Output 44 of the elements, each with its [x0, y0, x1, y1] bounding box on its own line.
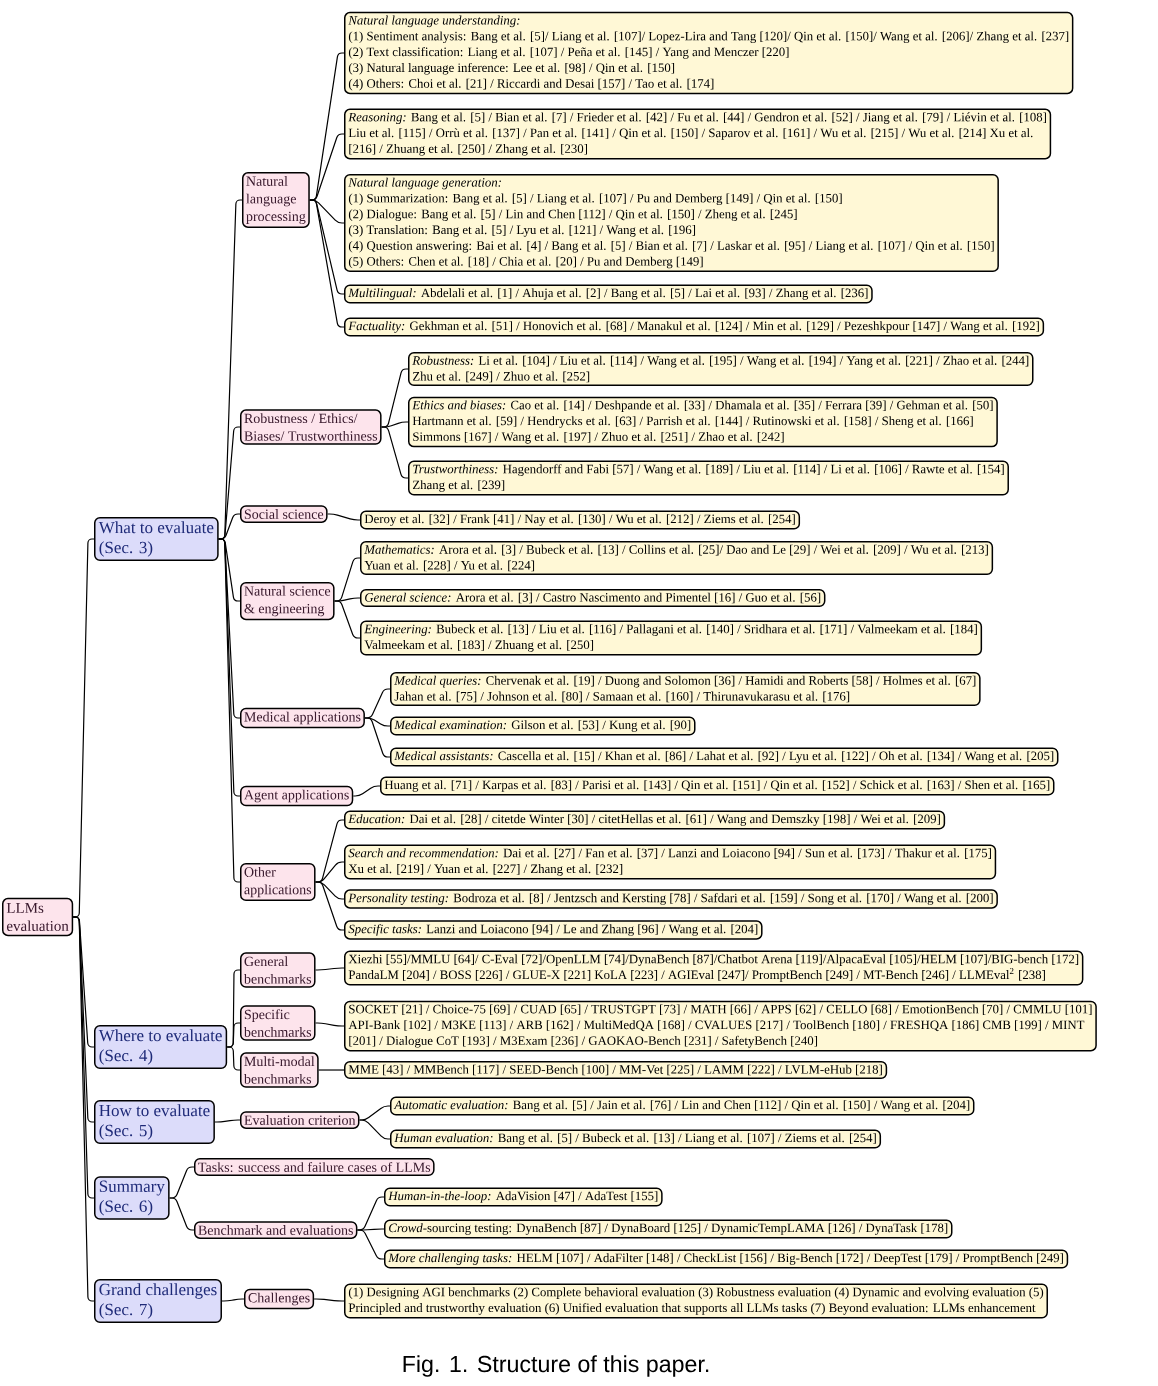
branch-line [333, 597, 361, 602]
branch-line [380, 368, 409, 428]
branch-line [356, 1196, 385, 1231]
branch-line [380, 421, 409, 428]
branch-line [356, 1228, 385, 1231]
branch-line [314, 819, 345, 883]
branch-line [314, 881, 345, 931]
section-box: What to evaluate (Sec. 3) [94, 516, 219, 562]
branch-line [352, 785, 381, 797]
branch-line [314, 967, 345, 971]
branch-line [314, 1022, 345, 1027]
branch-line [327, 513, 361, 521]
branch-line [364, 688, 391, 719]
caption: Fig. 1. Structure of this paper. [403, 1355, 709, 1377]
section-box: Grand challenges (Sec. 7) [94, 1278, 222, 1324]
branch-line [226, 1046, 241, 1071]
branch-line [169, 1166, 195, 1199]
branch-line [309, 133, 345, 201]
branch-line [218, 513, 241, 540]
branch-line [314, 861, 345, 883]
branch-line [333, 557, 361, 602]
branch-line [309, 52, 345, 201]
branch-line [333, 600, 361, 639]
branch-line [214, 1119, 241, 1123]
branch-line [226, 1022, 241, 1048]
branch-line [72, 538, 95, 918]
branch-line [318, 1069, 345, 1071]
branch-line [169, 1197, 195, 1231]
branch-line [226, 969, 241, 1048]
branch-line [218, 538, 241, 883]
branch-line [309, 199, 345, 328]
branch-line [309, 199, 345, 224]
branch-line [358, 1105, 391, 1121]
section-box: Summary (Sec. 6) [94, 1176, 170, 1220]
branch-line [221, 1298, 245, 1302]
branch-line [72, 916, 95, 1302]
branch-line [356, 1229, 385, 1260]
branch-line [313, 1298, 345, 1302]
branch-line [358, 1119, 391, 1140]
branch-line [218, 426, 241, 540]
branch-line [380, 426, 409, 479]
section-box: Where to evaluate (Sec. 4) [94, 1024, 228, 1070]
section-box: How to evaluate (Sec. 5) [94, 1099, 215, 1145]
branch-line [364, 717, 391, 758]
